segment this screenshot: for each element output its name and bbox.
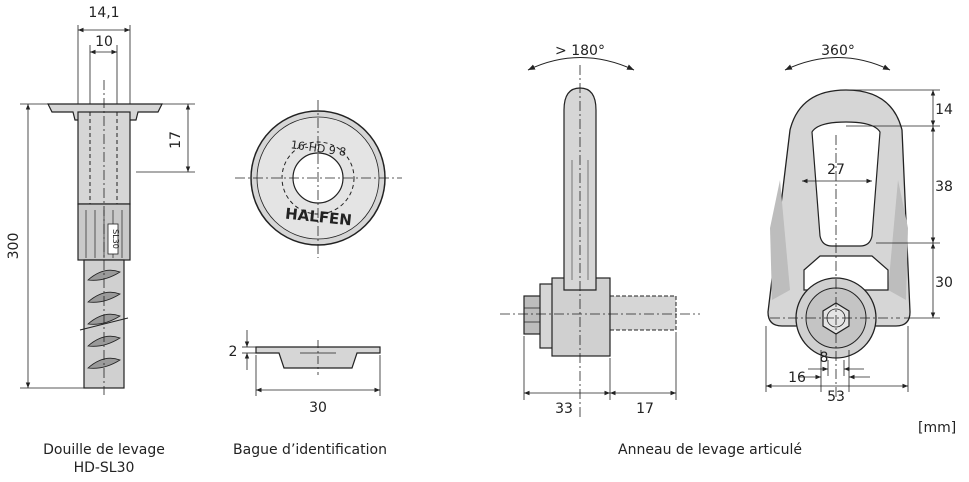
dim-anchor-inner-width: 10: [95, 34, 113, 50]
caption-anchor-line1: Douille de levage: [43, 442, 165, 458]
dim-eye-side-left: 33: [555, 401, 573, 417]
dim-anchor-length: 300: [6, 233, 22, 260]
dim-eye-side-angle: > 180°: [555, 43, 605, 59]
caption-anchor-line2: HD-SL30: [73, 460, 135, 476]
lifting-eye-front-view: 360° 14 38 30 27: [765, 43, 953, 405]
anchor-type-label: SL30: [111, 229, 120, 249]
caption-ring: Bague d’identification: [233, 442, 387, 458]
dim-ring-thickness: 2: [229, 344, 238, 360]
dim-eye-opening-width: 27: [827, 162, 845, 178]
lifting-eye-side-view: > 180° 33 17: [500, 43, 700, 420]
caption-anchor: Douille de levage HD-SL30: [14, 441, 194, 477]
dim-ring-diameter: 30: [309, 400, 327, 416]
lifting-anchor-drawing: SL30 14,1 10 17 300: [6, 5, 195, 395]
dim-eye-front-8: 8: [820, 350, 829, 366]
dim-eye-base-height: 30: [935, 275, 953, 291]
dim-eye-top: 14: [935, 102, 953, 118]
dim-anchor-outer-width: 14,1: [88, 5, 119, 21]
identification-ring-drawing: 16-HD 9 8 HALFEN 2 30: [229, 100, 402, 416]
dim-eye-opening-height: 38: [935, 179, 953, 195]
dim-eye-side-right: 17: [636, 401, 654, 417]
caption-eye: Anneau de levage articulé: [618, 442, 802, 458]
dim-anchor-head-height: 17: [168, 131, 184, 149]
unit-label: [mm]: [918, 420, 957, 436]
dim-eye-front-53: 53: [827, 389, 845, 405]
dim-eye-front-16: 16: [788, 370, 806, 386]
dim-eye-front-angle: 360°: [821, 43, 855, 59]
